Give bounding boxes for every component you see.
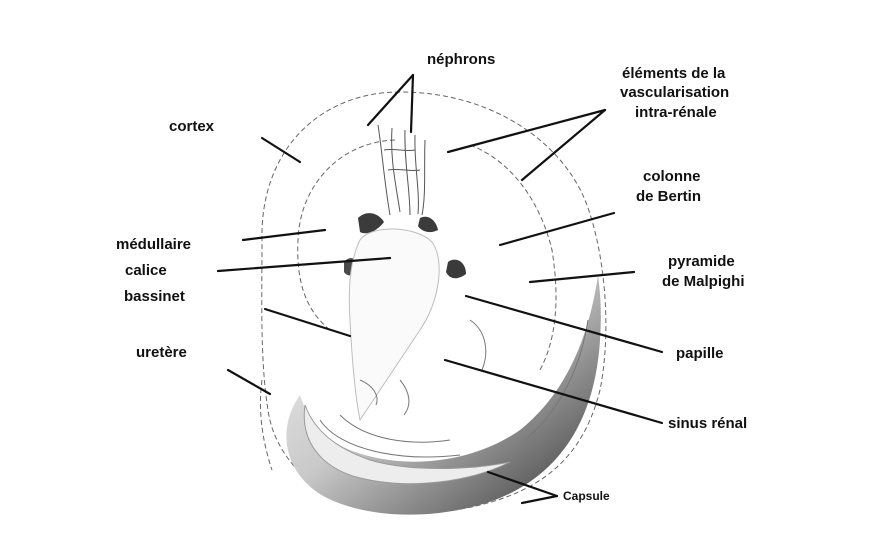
label-colonne-line2: de Bertin (636, 188, 701, 205)
leader-capsule-2 (522, 496, 557, 503)
nephron-tubules (378, 125, 425, 215)
label-pyramide-line2: de Malpighi (662, 273, 745, 290)
label-capsule: Capsule (563, 489, 610, 503)
leader-bassinet (265, 309, 350, 336)
label-papille: papille (676, 345, 724, 362)
label-calice: calice (125, 262, 167, 279)
label-pyramide-line1: pyramide (668, 253, 735, 270)
label-vascularisation-line3: intra-rénale (635, 104, 717, 121)
leader-nephrons-2 (411, 75, 413, 132)
label-colonne-line1: colonne (643, 168, 701, 185)
leader-cortex (262, 138, 300, 162)
leader-medullaire (243, 230, 325, 240)
kidney-illustration (260, 92, 605, 515)
leader-lines (218, 75, 662, 503)
label-vascularisation-line2: vascularisation (620, 84, 729, 101)
label-bassinet: bassinet (124, 288, 185, 305)
label-medullaire: médullaire (116, 236, 191, 253)
renal-pelvis (349, 229, 439, 420)
pyramid-shape-lower-right (446, 260, 466, 279)
label-uretere: uretère (136, 344, 187, 361)
leader-nephrons-1 (368, 75, 413, 125)
leader-papille (466, 296, 662, 352)
pyramid-shape-right (418, 217, 438, 232)
label-cortex: cortex (169, 118, 215, 135)
leader-pyramide (530, 272, 634, 282)
label-nephrons: néphrons (427, 51, 495, 68)
label-vascularisation-line1: éléments de la (622, 65, 726, 82)
label-sinus: sinus rénal (668, 415, 747, 432)
